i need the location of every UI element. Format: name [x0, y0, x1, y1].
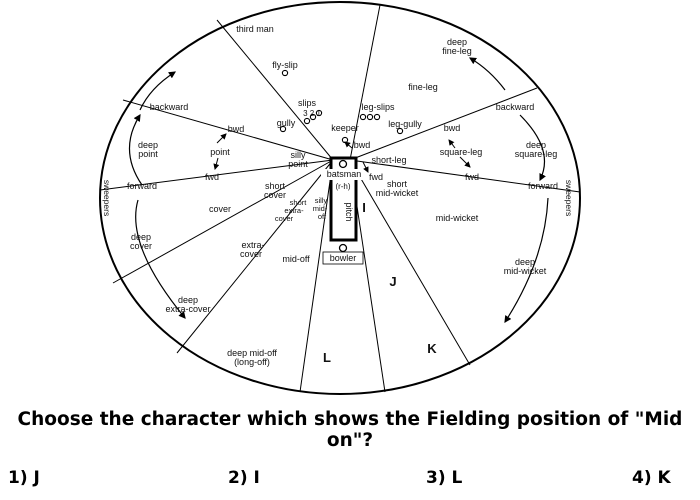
- rh-label: (r-h): [335, 182, 350, 191]
- label-deep-fine-leg-1: deep: [447, 37, 467, 47]
- fielder-markers: [279, 69, 404, 144]
- label-cover: cover: [209, 204, 231, 214]
- label-silly-point-1: silly: [291, 150, 306, 160]
- label-silly-point-2: point: [288, 159, 308, 169]
- question-text: Choose the character which shows the Fie…: [17, 409, 683, 451]
- label-deep-mid-off-2: (long-off): [234, 357, 270, 367]
- sector-lines: [99, 4, 581, 393]
- direction-arrows: [213, 133, 471, 173]
- bowler-label: bowler: [330, 253, 357, 263]
- label-deep-square-leg-1: deep: [526, 140, 546, 150]
- label-extra-cover-2: cover: [240, 249, 262, 259]
- label-short-mid-wicket-1: short: [387, 179, 408, 189]
- label-deep-square-leg-2: square-leg: [515, 149, 558, 159]
- label-deep-mid-off-1: deep mid-off: [227, 348, 277, 358]
- label-bwd-point: bwd: [228, 124, 245, 134]
- option-2[interactable]: 2) I: [228, 468, 260, 488]
- option-3[interactable]: 3) L: [426, 468, 463, 488]
- label-deep-mid-wicket-1: deep: [515, 257, 535, 267]
- label-short-cover-1: short: [265, 181, 286, 191]
- label-fly-slip: fly-slip: [272, 60, 298, 70]
- label-short-extra-cover-2: extra-: [284, 206, 304, 215]
- label-deep-cover-2: cover: [130, 241, 152, 251]
- option-4[interactable]: 4) K: [632, 468, 671, 488]
- bowler-marker: [338, 243, 348, 253]
- label-slip-numbers: 3 2 1: [303, 109, 321, 118]
- label-short-leg: short-leg: [371, 155, 406, 165]
- label-fwd-point: fwd: [205, 172, 219, 182]
- label-extra-cover-1: extra-: [241, 240, 264, 250]
- batsman-label-box: [321, 169, 367, 180]
- label-deep-point-1: deep: [138, 140, 158, 150]
- label-deep-cover-1: deep: [131, 232, 151, 242]
- marker-I: I: [362, 200, 366, 215]
- label-point: point: [210, 147, 230, 157]
- bowler-label-box: [322, 251, 364, 265]
- label-sweepers-right: sweepers: [564, 180, 574, 216]
- boundary-arrows: [128, 57, 549, 324]
- label-fwd-square-leg: fwd: [465, 172, 479, 182]
- batsman-marker: [338, 159, 348, 169]
- label-short-cover-2: cover: [264, 190, 286, 200]
- label-forward-left: forward: [127, 181, 157, 191]
- answer-markers: I J K L: [323, 200, 437, 365]
- label-fwd-short-leg: fwd: [369, 172, 383, 182]
- label-short-extra-cover-3: cover: [275, 214, 294, 223]
- label-leg-slips: leg-slips: [361, 102, 395, 112]
- label-square-leg: square-leg: [440, 147, 483, 157]
- label-backward-right: backward: [496, 102, 535, 112]
- pitch-label: pitch: [344, 202, 354, 221]
- label-slips: slips: [298, 98, 317, 108]
- label-third-man: third man: [236, 24, 274, 34]
- label-short-mid-wicket-2: mid-wicket: [376, 188, 419, 198]
- marker-L: L: [323, 350, 331, 365]
- label-deep-point-2: point: [138, 149, 158, 159]
- label-gully: gully: [277, 118, 296, 128]
- label-deep-extra-cover-2: extra-cover: [165, 304, 210, 314]
- label-fine-leg: fine-leg: [408, 82, 438, 92]
- label-silly-mid-off-2: mid-: [313, 204, 328, 213]
- option-1[interactable]: 1) J: [8, 468, 40, 488]
- marker-J: J: [389, 274, 396, 289]
- label-bwd-square-leg: bwd: [444, 123, 461, 133]
- label-sweepers-left: sweepers: [102, 180, 112, 216]
- label-deep-fine-leg-2: fine-leg: [442, 46, 472, 56]
- position-labels: third man fly-slip slips 3 2 1 gully kee…: [127, 24, 558, 367]
- batsman-label: batsman: [327, 169, 362, 179]
- label-forward-right: forward: [528, 181, 558, 191]
- label-mid-off: mid-off: [282, 254, 310, 264]
- label-deep-mid-wicket-2: mid-wicket: [504, 266, 547, 276]
- label-silly-mid-off-3: off: [318, 212, 327, 221]
- label-silly-mid-off-1: silly: [315, 196, 328, 205]
- label-backward-left: backward: [150, 102, 189, 112]
- label-leg-gully: leg-gully: [388, 119, 422, 129]
- label-mid-wicket: mid-wicket: [436, 213, 479, 223]
- label-keeper: keeper: [331, 123, 359, 133]
- label-bwd-short-leg: bwd: [354, 140, 371, 150]
- cricket-field-diagram: pitch batsman (r-h) bowler: [99, 1, 581, 395]
- marker-K: K: [427, 341, 437, 356]
- label-deep-extra-cover-1: deep: [178, 295, 198, 305]
- label-short-extra-cover-1: short: [290, 198, 308, 207]
